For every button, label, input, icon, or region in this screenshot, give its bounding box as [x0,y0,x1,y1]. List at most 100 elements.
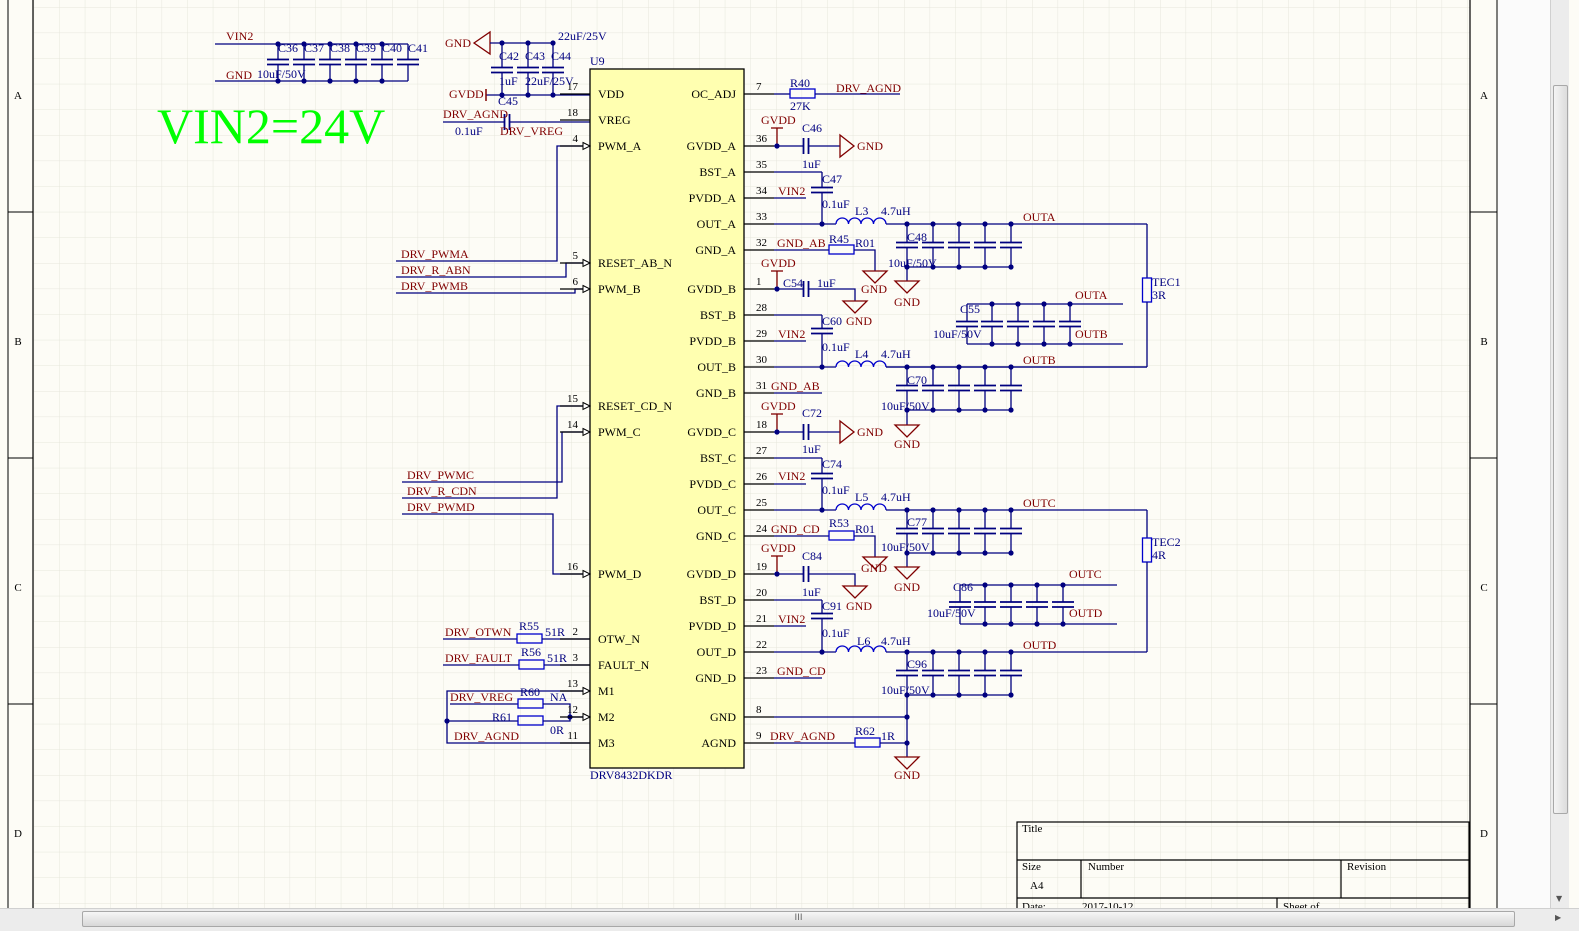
ground-symbol-icon [841,585,869,599]
component-label: 27K [790,99,811,113]
wire [446,690,590,744]
junction-dot [1008,582,1014,588]
component-label: R01 [855,236,875,250]
junction-dot [275,78,281,84]
junction-dot [982,507,988,513]
pin-number: 27 [756,445,768,457]
junction-dot [499,92,505,98]
net-label: VIN2 [778,612,805,626]
pin-number: 6 [573,276,579,288]
component-label: 51R [545,625,565,639]
net-label: DRV_VREG [450,690,513,704]
component-label: 3R [1152,288,1166,302]
right-panel-gap [1498,0,1550,908]
net-label: DRV_R_CDN [407,484,477,498]
junction-dot [1067,341,1073,347]
net-label: DRV_VREG [500,124,563,138]
junction-dot [956,221,962,227]
input-pin-arrow-icon [582,284,592,294]
component-label: R61 [492,710,512,724]
date-value: 2017-10-12 [1082,901,1133,908]
horizontal-scroll-thumb[interactable]: III [82,911,1515,927]
junction-dot [930,221,936,227]
pin-name: GVDD_C [687,425,736,439]
pin-name: GVDD_B [687,282,736,296]
junction-dot [1008,507,1014,513]
vertical-scroll-thumb[interactable] [1553,85,1568,814]
component-label: 10uF/50V [881,399,930,413]
ic-u9[interactable]: U9DRV8432DKDRVDD17VREG18PWM_A4RESET_AB_N… [560,54,774,782]
pin-number: 23 [756,665,768,677]
junction-dot [982,221,988,227]
pin-number: 15 [567,393,579,405]
net-label: DRV_PWMD [407,500,475,514]
junction-dot [904,507,910,513]
voltage-note: VIN2=24V [157,98,385,154]
component-label: 4.7uH [881,634,911,648]
scroll-right-arrow-icon[interactable]: ▶ [1555,913,1562,922]
component-label: C40 [382,41,402,55]
pin-number: 36 [756,133,768,145]
component-label: C46 [802,121,822,135]
net-label: OUTA [1023,210,1056,224]
net-label: OUTD [1069,606,1103,620]
component-label: 4.7uH [881,204,911,218]
component-label: 1uF [802,442,821,456]
junction-dot [982,649,988,655]
pin-name: AGND [701,736,736,750]
component-label: C38 [330,41,350,55]
pin-number: 14 [567,419,579,431]
component-label: 0.1uF [822,626,850,640]
junction-dot [1008,221,1014,227]
junction-dot [904,221,910,227]
zone-label: C [14,582,21,594]
net-label: GND [445,36,471,50]
pin-number: 13 [567,678,579,690]
component-label: 0.1uF [455,124,483,138]
junction-dot [930,649,936,655]
pin-number: 16 [567,561,579,573]
pin-name: GND_C [696,529,736,543]
component-label: C91 [822,599,842,613]
component-label: R55 [519,619,539,633]
wire [854,535,876,557]
component-label: C84 [802,549,822,563]
horizontal-scrollbar[interactable]: III ▶ [0,908,1579,931]
net-label: VIN2 [778,327,805,341]
pin-name: PWM_A [598,139,642,153]
pin-name: OUT_C [697,503,736,517]
scroll-down-arrow-icon[interactable]: ▼ [1556,894,1563,903]
pin-name: BST_A [699,165,736,179]
component-label: C45 [498,94,518,108]
pin-name: GVDD_D [687,567,737,581]
component-label: C37 [304,41,324,55]
ground-symbol-icon [893,280,921,294]
junction-dot [353,78,359,84]
ground-port-icon [839,133,856,159]
pin-name: GVDD_A [687,139,737,153]
zone-label: A [14,90,22,102]
pin-number: 30 [756,354,768,366]
junction-dot [1060,582,1066,588]
junction-dot [1034,621,1040,627]
pin-number: 32 [756,237,767,249]
net-label: GND [894,768,920,782]
junction-dot [819,507,825,513]
net-label: VIN2 [226,29,253,43]
size-value: A4 [1030,880,1044,892]
vertical-scrollbar[interactable]: ▼ [1550,0,1569,908]
net-label: DRV_PWMA [401,247,469,261]
pin-number: 19 [756,561,768,573]
inductor [835,360,887,368]
pin-number: 9 [756,730,762,742]
component-label: 4.7uH [881,490,911,504]
input-pin-arrow-icon [582,427,592,437]
junction-dot [956,649,962,655]
wire [809,573,856,586]
ground-symbol-icon [861,556,889,570]
pin-name: BST_D [699,593,736,607]
net-label: OUTB [1023,353,1056,367]
component-label: C44 [551,49,571,63]
